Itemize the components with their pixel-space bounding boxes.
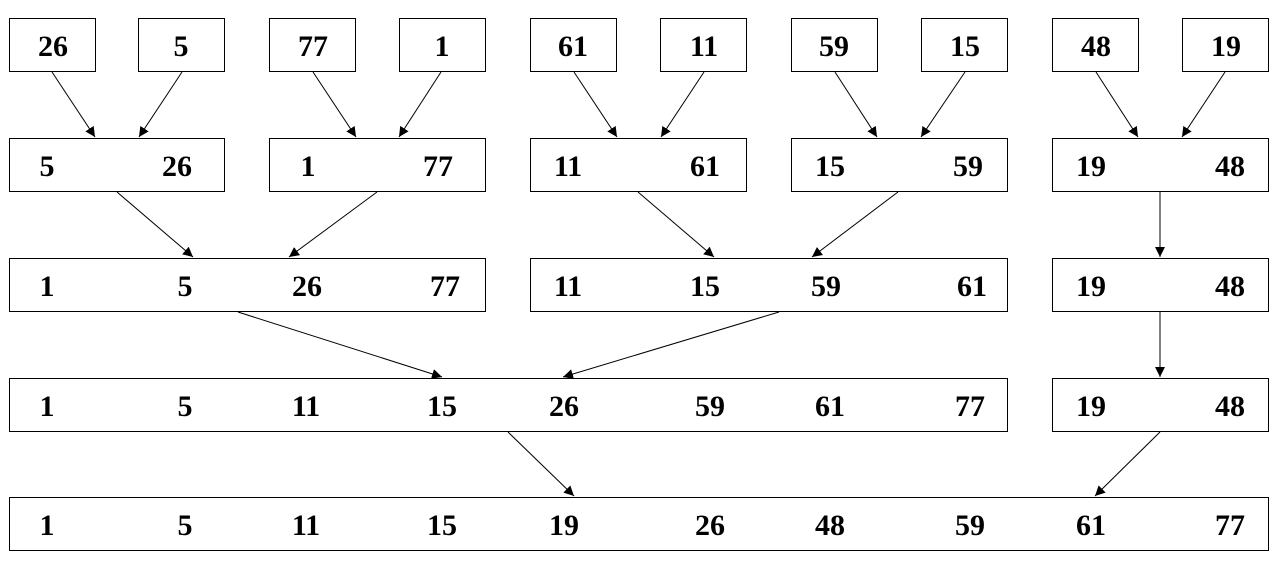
box-value: 26 (549, 390, 579, 423)
level-1-box-6: 11 (660, 18, 747, 72)
box-value: 5 (177, 270, 193, 303)
box-value: 15 (815, 150, 845, 183)
box-value: 11 (291, 390, 321, 423)
box-value: 1 (300, 150, 316, 183)
box-value: 5 (177, 390, 193, 423)
box-value: 59 (695, 390, 725, 423)
arrow-2-0-to-3-0 (237, 311, 443, 379)
box-value: 48 (1081, 30, 1111, 63)
arrow-1-2-to-2-1 (637, 191, 715, 258)
box-value: 1 (39, 509, 55, 542)
level-1-box-9: 48 (1052, 18, 1139, 72)
level-1-box-3: 77 (269, 18, 356, 72)
arrow-0-5-to-1-2 (660, 71, 705, 138)
box-value: 19 (1076, 390, 1106, 423)
level-1-box-1: 26 (9, 18, 96, 72)
box-value: 61 (690, 150, 720, 183)
box-value: 26 (292, 270, 322, 303)
box-value: 15 (427, 390, 457, 423)
level-1-box-8: 15 (921, 18, 1008, 72)
box-value: 77 (430, 270, 460, 303)
box-value: 48 (1215, 270, 1245, 303)
arrow-0-3-to-1-1 (398, 71, 442, 138)
box-value: 48 (815, 509, 845, 542)
level-2-box-2: 1 77 (269, 138, 486, 192)
box-value: 59 (953, 150, 983, 183)
box-value: 77 (298, 30, 328, 63)
box-value: 15 (427, 509, 457, 542)
arrow-3-0-to-4-0 (507, 431, 575, 497)
box-value: 11 (553, 270, 583, 303)
arrow-3-1-to-4-0 (1094, 431, 1161, 497)
box-value: 11 (291, 509, 321, 542)
box-value: 19 (549, 509, 579, 542)
box-value: 61 (558, 30, 588, 63)
arrow-0-1-to-1-0 (138, 71, 183, 138)
box-value: 61 (815, 390, 845, 423)
box-value: 1 (39, 270, 55, 303)
level-1-box-4: 1 (399, 18, 486, 72)
box-value: 77 (955, 390, 985, 423)
level-2-box-3: 11 61 (530, 138, 747, 192)
arrow-0-9-to-1-4 (1181, 71, 1226, 138)
box-value: 15 (690, 270, 720, 303)
box-value: 26 (695, 509, 725, 542)
level-1-box-7: 59 (791, 18, 878, 72)
box-value: 48 (1215, 150, 1245, 183)
arrow-0-2-to-1-1 (312, 71, 357, 138)
box-value: 59 (819, 30, 849, 63)
box-value: 59 (955, 509, 985, 542)
arrow-0-6-to-1-3 (834, 71, 878, 138)
box-value: 11 (553, 150, 583, 183)
level-3-box-1: 1 5 26 77 (9, 258, 486, 312)
arrow-2-1-to-3-0 (562, 311, 780, 379)
box-value: 5 (177, 509, 193, 542)
box-value: 61 (1076, 509, 1106, 542)
box-value: 77 (423, 150, 453, 183)
box-value: 59 (811, 270, 841, 303)
arrow-1-0-to-2-0 (116, 191, 194, 258)
arrow-0-4-to-1-2 (573, 71, 618, 138)
box-value: 61 (957, 270, 987, 303)
arrow-0-8-to-1-4 (1095, 71, 1139, 138)
box-value: 19 (1076, 270, 1106, 303)
box-value: 15 (950, 30, 980, 63)
box-value: 77 (1215, 509, 1245, 542)
arrow-0-7-to-1-3 (920, 71, 966, 138)
level-3-box-2: 11 15 59 61 (530, 258, 1008, 312)
box-value: 26 (162, 150, 192, 183)
arrow-0-0-to-1-0 (51, 71, 96, 138)
box-value: 5 (39, 150, 55, 183)
box-value: 19 (1076, 150, 1106, 183)
level-2-box-1: 5 26 (9, 138, 225, 192)
box-value: 1 (434, 30, 450, 63)
box-value: 1 (39, 390, 55, 423)
box-value: 48 (1215, 390, 1245, 423)
box-value: 11 (689, 30, 719, 63)
box-value: 26 (38, 30, 68, 63)
box-value: 5 (173, 30, 189, 63)
box-value: 19 (1211, 30, 1241, 63)
level-1-box-10: 19 (1182, 18, 1269, 72)
level-1-box-5: 61 (530, 18, 617, 72)
arrow-1-3-to-2-1 (811, 191, 899, 258)
arrow-1-1-to-2-0 (288, 191, 378, 258)
level-1-box-2: 5 (138, 18, 225, 72)
